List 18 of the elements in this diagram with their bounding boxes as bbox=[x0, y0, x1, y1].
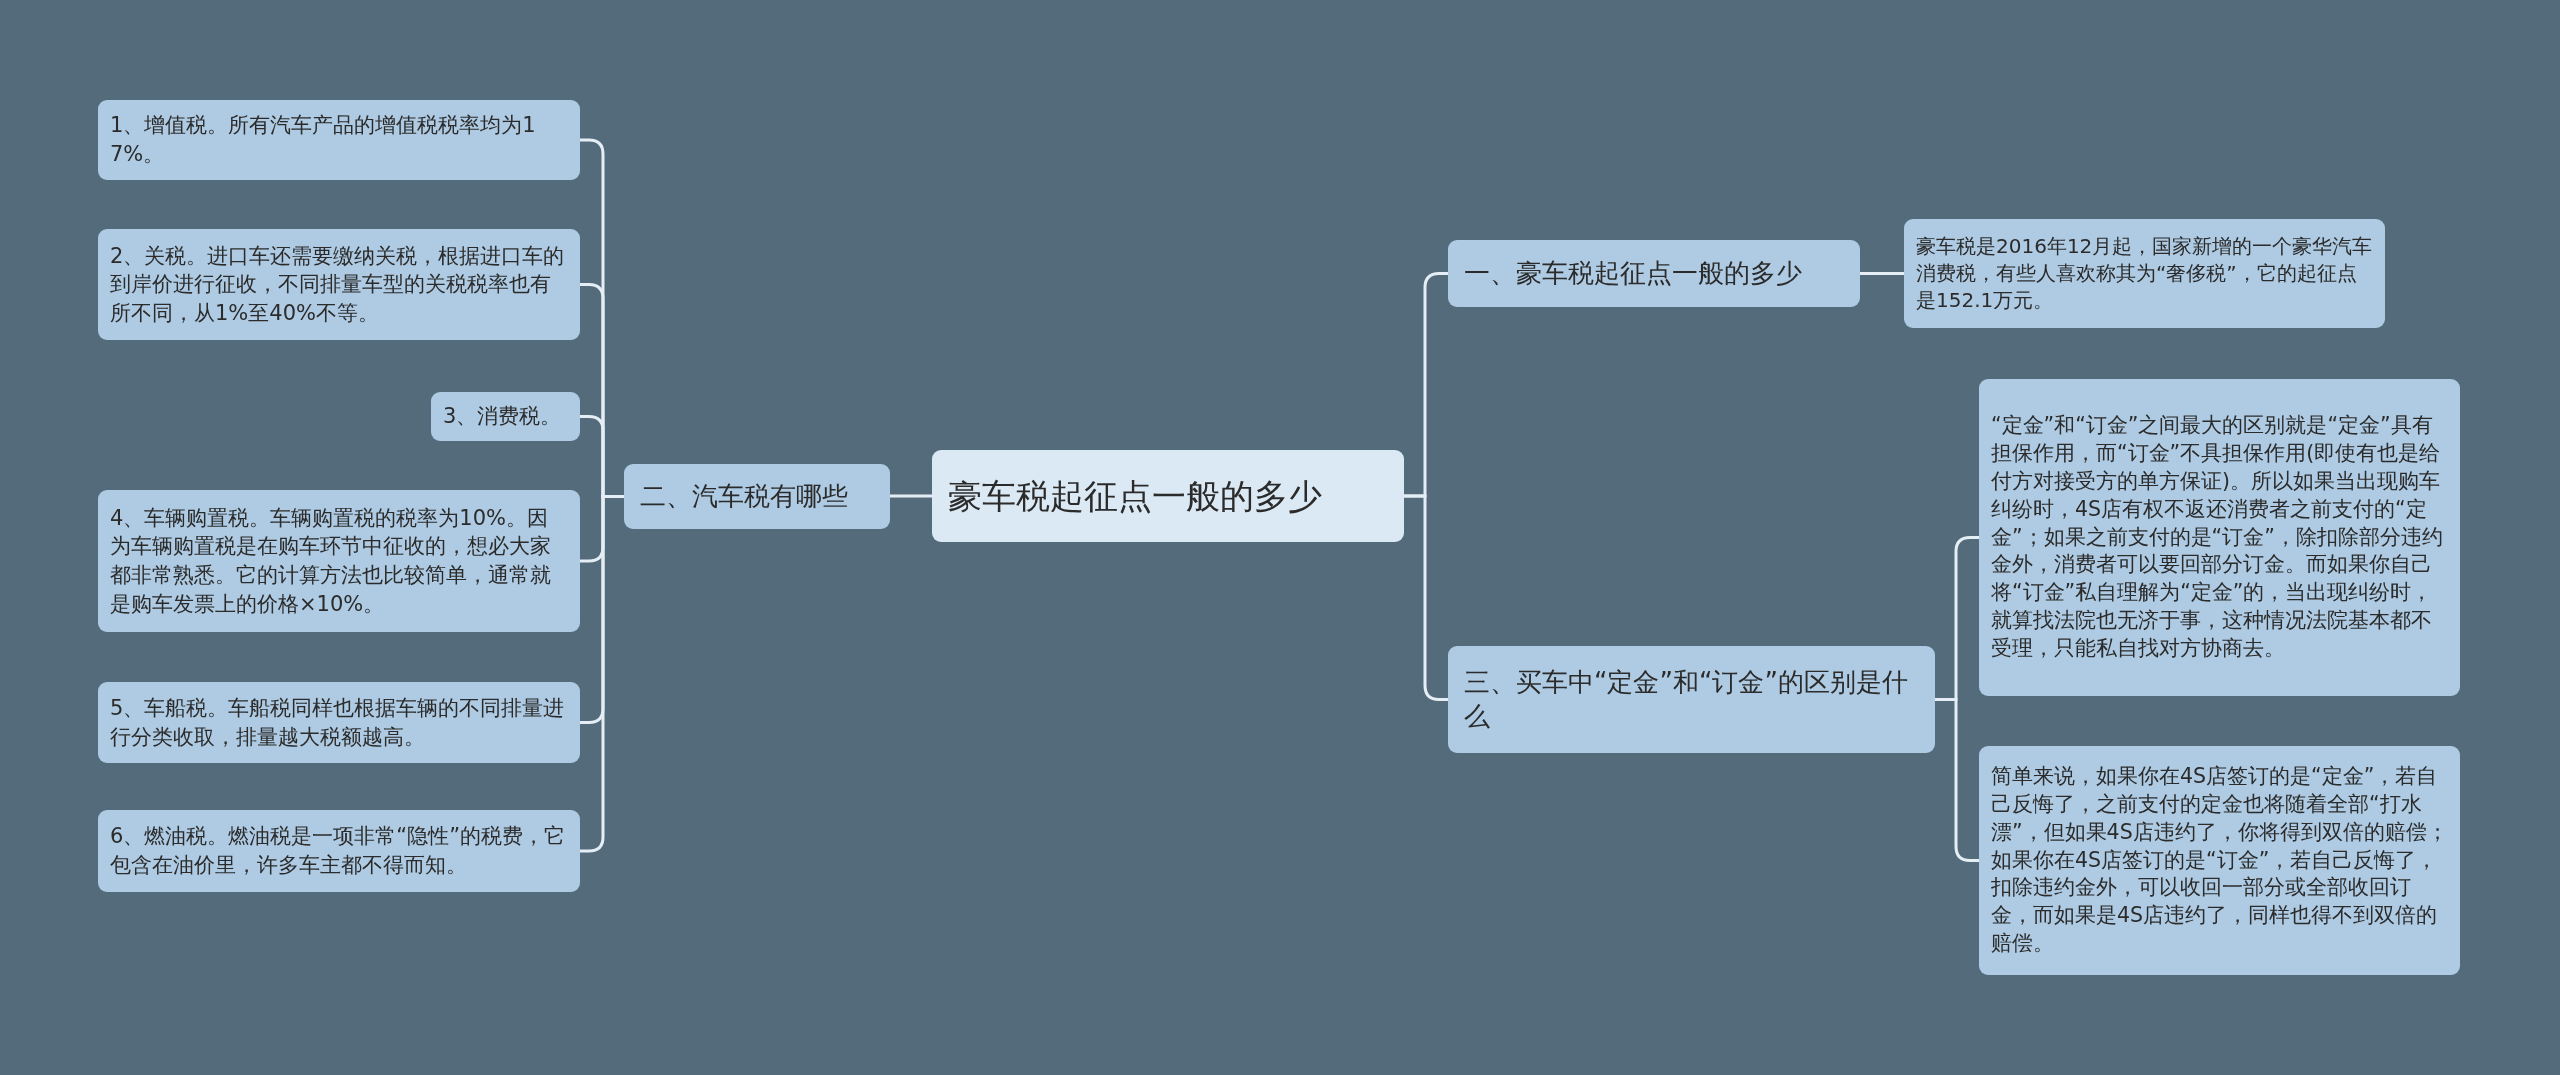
note-box: 6、燃油税。燃油税是一项非常“隐性”的税费，它包含在油价里，许多车主都不得而知。 bbox=[98, 810, 580, 892]
note-box: 2、关税。进口车还需要缴纳关税，根据进口车的到岸价进行征收，不同排量车型的关税税率也有所不同，从1%至40%不等。 bbox=[98, 229, 580, 340]
note-box: 3、消费税。 bbox=[431, 392, 580, 441]
connector-line bbox=[1935, 698, 1979, 862]
connector-line bbox=[1860, 272, 1904, 275]
note-box: 豪车税是2016年12月起，国家新增的一个豪华汽车消费税，有些人喜欢称其为“奢侈税”，它的起征点是152.1万元。 bbox=[1904, 219, 2385, 328]
note-box: 5、车船税。车船税同样也根据车辆的不同排量进行分类收取，排量越大税额越高。 bbox=[98, 682, 580, 763]
note-box: 1、增值税。所有汽车产品的增值税税率均为17%。 bbox=[98, 100, 580, 180]
note-box: 4、车辆购置税。车辆购置税的税率为10%。因为车辆购置税是在购车环节中征收的，想必大家都非常熟悉。它的计算方法也比较简单，通常就是购车发票上的价格×10%。 bbox=[98, 490, 580, 632]
topic-box: 一、豪车税起征点一般的多少 bbox=[1448, 240, 1860, 307]
note-box: “定金”和“订金”之间最大的区别就是“定金”具有担保作用，而“订金”不具担保作用(即使有也是给付方对接受方的单方保证)。所以如果当出现购车纠纷时，4S店有权不返还消费者之前支付的“定金”；如果之前支付的是“订金”，除扣除部分违约金外，消费者可以要回部分订金。而如果你自己将“订金”私自理解为“定金”的，当出现纠纷时，就算找法院也无济于事，这种情况法院基本都不受理，只能私自找对方协商去。 bbox=[1979, 379, 2460, 696]
connector-line bbox=[890, 494, 932, 498]
connector-line bbox=[1404, 494, 1448, 701]
topic-box: 二、汽车税有哪些 bbox=[624, 464, 890, 529]
note-box: 简单来说，如果你在4S店签订的是“定金”，若自己反悔了，之前支付的定金也将随着全部“打水漂”，但如果4S店违约了，你将得到双倍的赔偿；如果你在4S店签订的是“订金”，若自己反悔了，扣除违约金外，可以收回一部分或全部收回订金，而如果是4S店违约了，同样也得不到双倍的赔偿。 bbox=[1979, 746, 2460, 975]
topic-box: 三、买车中“定金”和“订金”的区别是什么 bbox=[1448, 646, 1935, 753]
central-topic-box: 豪车税起征点一般的多少 bbox=[932, 450, 1404, 542]
connector-line bbox=[580, 495, 624, 853]
